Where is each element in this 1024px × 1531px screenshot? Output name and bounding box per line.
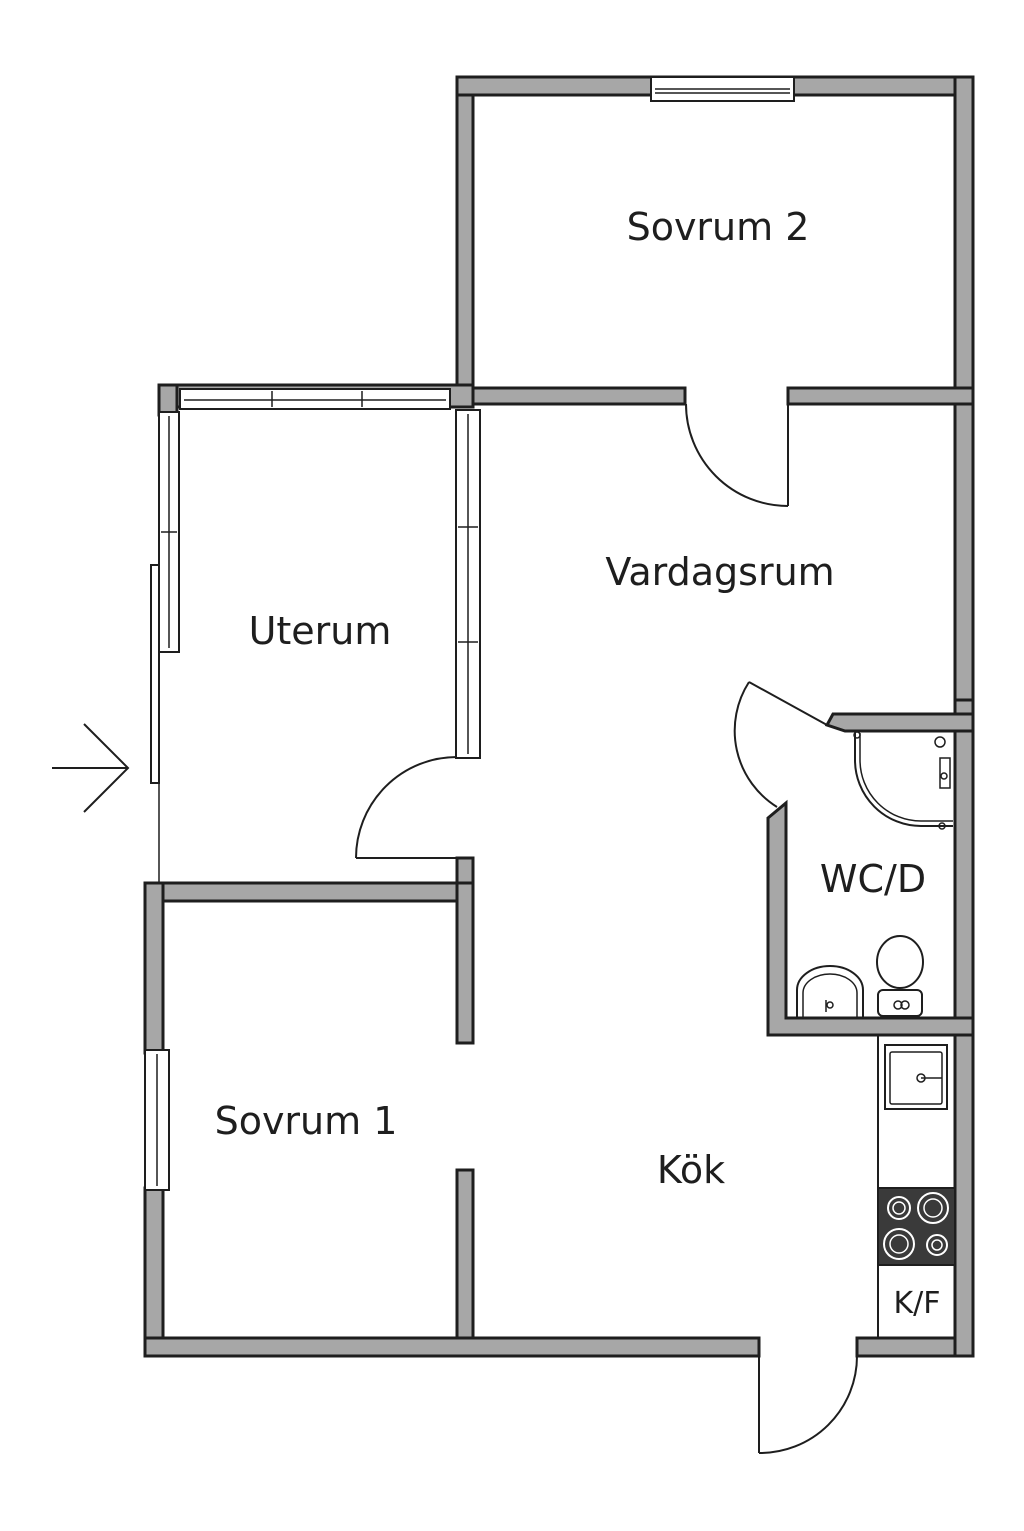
washbasin-icon <box>796 965 864 1019</box>
entrance-arrow-icon <box>52 723 130 813</box>
door-wc[interactable] <box>733 681 828 808</box>
walls <box>143 75 975 1358</box>
counter-outline <box>877 1034 956 1339</box>
label-kok: Kök <box>657 1148 725 1192</box>
label-sovrum2: Sovrum 2 <box>627 205 810 249</box>
wall-wc-left <box>766 799 975 1037</box>
kitchen-counter <box>877 1034 956 1339</box>
wall-sovrum1-right-upper <box>455 881 475 1045</box>
wall-sovrum1-left-upper <box>143 881 165 1055</box>
wall-sovrum2-bottom-left <box>455 386 687 406</box>
toilet-icon <box>876 935 924 1017</box>
wall-bottom-left <box>143 1336 761 1358</box>
wall-wc-top <box>824 712 975 733</box>
wall-sovrum1-left-lower <box>143 1186 165 1358</box>
wall-sovrum2-bottom-right <box>786 386 975 406</box>
label-vardagsrum: Vardagsrum <box>605 550 834 594</box>
label-sovrum1: Sovrum 1 <box>215 1099 398 1143</box>
door-entrance[interactable] <box>758 1355 858 1455</box>
label-kf: K/F <box>893 1286 940 1321</box>
wall-uterum-bottom <box>157 881 475 903</box>
window-uterum-entry <box>150 564 160 784</box>
wall-sovrum1-right-lower <box>455 1168 475 1358</box>
door-sovrum2[interactable] <box>685 403 789 507</box>
shower-icon <box>853 731 953 830</box>
label-uterum: Uterum <box>249 609 392 653</box>
windows <box>144 76 795 1191</box>
doors <box>355 403 858 1455</box>
window-uterum-top <box>179 388 451 410</box>
wall-uterum-left-stub <box>157 383 179 417</box>
sink-icon <box>884 1044 948 1110</box>
door-uterum[interactable] <box>355 756 458 859</box>
wall-sovrum2-left <box>455 75 475 409</box>
label-wc: WC/D <box>820 857 926 901</box>
stove-icon <box>877 1187 956 1266</box>
